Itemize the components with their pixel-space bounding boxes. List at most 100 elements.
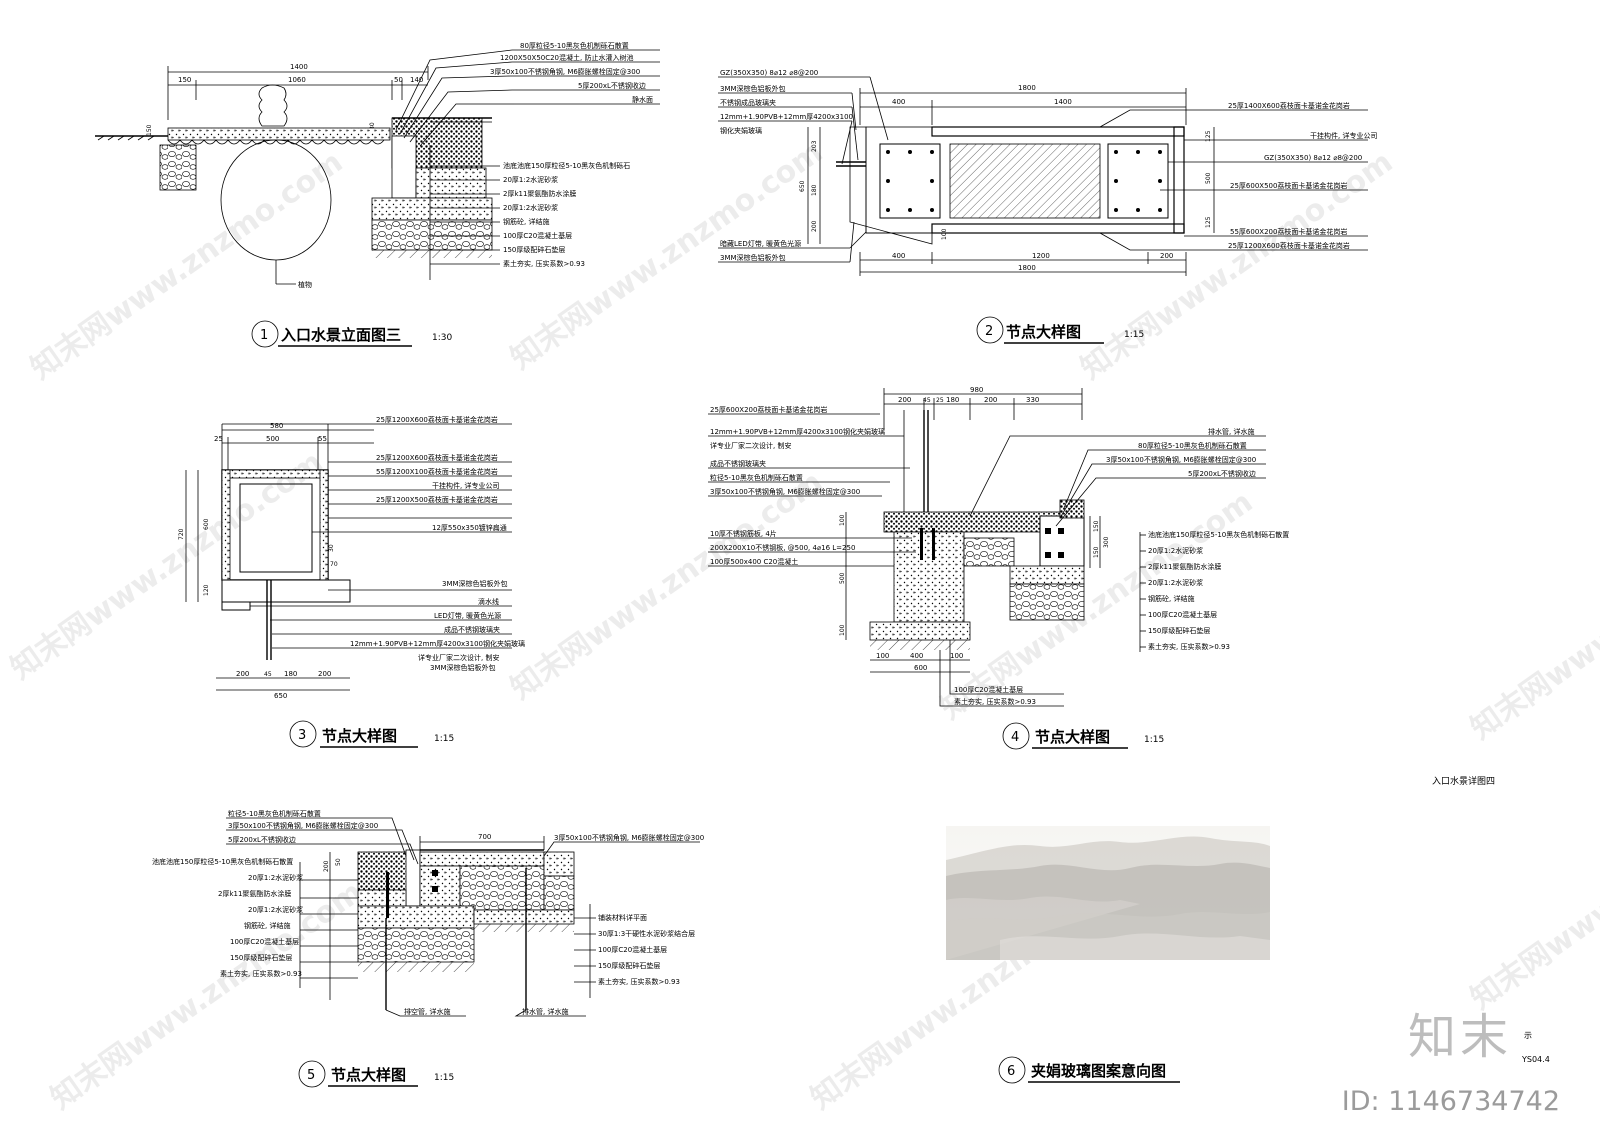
d4-note: 排水管, 详水施 (1208, 427, 1254, 436)
detail-1: 1400 150 1060 50 140 150 30 植物 (95, 41, 660, 348)
d4-dim: 330 (1026, 396, 1039, 404)
d1-note-right: 100厚C20混凝土基层 (503, 231, 572, 240)
d3-number: 3 (298, 728, 306, 743)
d5-scale: 1:15 (434, 1073, 454, 1083)
d3-note: LED灯带, 暖黄色光源 (434, 611, 501, 620)
d4-dim: 100 (839, 514, 846, 526)
d5-notes-left: 池底池底150厚粒径5-10黑灰色机制砾石散置 20厚1:2水泥砂浆 2厚k11… (152, 857, 358, 988)
d5-note: 100厚C20混凝土基层 (230, 937, 299, 946)
d4-note: 详专业厂家二次设计, 制安 (710, 441, 791, 450)
d4-dim: 400 (910, 652, 923, 660)
d3-dim: 720 (178, 528, 185, 540)
d3-note: 3MM深棕色铝板外包 (442, 579, 508, 588)
d4-dim: 150 (1093, 520, 1100, 532)
d4-note: 素土夯实, 压实系数>0.93 (1148, 642, 1230, 651)
d3-dim: 25 (214, 435, 223, 443)
d2-dim: 180 (811, 184, 818, 196)
d2-scale: 1:15 (1124, 330, 1144, 340)
watermark-text: 知末网www.znzmo.com (1465, 505, 1600, 747)
d4-note: 3厚50x100不锈钢角钢, M6膨胀螺栓固定@300 (1106, 455, 1256, 464)
d2-dim: 1800 (1018, 264, 1036, 272)
d5-note: 钢筋砼, 详结施 (244, 921, 290, 930)
d2-note: GZ(350X350) 8⌀12 ⌀8@200 (720, 69, 818, 77)
detail-3: 580 25 500 55 720 600 120 30 70 200 45 1… (178, 415, 525, 748)
d2-note: 3MM深棕色铝板外包 (720, 84, 786, 93)
d4-notes-right: 池底池底150厚粒径5-10黑灰色机制砾石散置 20厚1:2水泥砂浆 2厚k11… (1139, 530, 1289, 652)
d3-dim: 500 (266, 435, 279, 443)
d4-title: 节点大样图 (1035, 728, 1110, 746)
d5-note: 3厚50x100不锈钢角钢, M6膨胀螺栓固定@300 (228, 821, 378, 830)
d5-note: 池底池底150厚粒径5-10黑灰色机制砾石散置 (152, 857, 293, 866)
d5-note: 粒径5-10黑灰色机制砾石散置 (228, 809, 321, 818)
d5-pipe1: 排空管, 详水施 (404, 1007, 450, 1016)
d2-dim: 1200 (1032, 252, 1050, 260)
d3-dim: 600 (203, 518, 210, 530)
detail-4: 980 200 45 25 180 200 330 100 500 100 (708, 386, 1289, 750)
d4-note: 100厚C20混凝土基层 (1148, 610, 1217, 619)
d4-dim: 200 (898, 396, 911, 404)
d3-dim: 180 (284, 670, 297, 678)
d3-dim: 650 (274, 692, 287, 700)
d2-note: 55厚600X200荔枝面卡基诺金花岗岩 (1230, 227, 1347, 236)
d1-note-top: 5厚200xL不锈钢收边 (578, 81, 646, 90)
d4-scale: 1:15 (1144, 735, 1164, 745)
d4-dim: 980 (970, 386, 983, 394)
dim-1060: 1060 (288, 76, 306, 84)
d1-note-right: 150厚级配碎石垫层 (503, 245, 565, 254)
d5-note: 铺装材料详平面 (598, 913, 647, 922)
dim-150: 150 (178, 76, 191, 84)
mountain-mist-image (946, 826, 1270, 960)
d2-note: 25厚600X500荔枝面卡基诺金花岗岩 (1230, 181, 1347, 190)
d2-note: 钢化夹娟玻璃 (720, 126, 762, 135)
d2-number: 2 (985, 324, 993, 339)
d2-dim: 200 (811, 220, 818, 232)
sheet-title: 入口水景详图四 (1432, 775, 1495, 787)
id-label: ID: 1146734742 (1341, 1086, 1560, 1117)
d4-dim: 100 (876, 652, 889, 660)
d4-number: 4 (1011, 730, 1019, 745)
d6-title: 夹娟玻璃图案意向图 (1031, 1062, 1166, 1080)
d4-dim: 300 (1103, 536, 1110, 548)
d4-note: 200X200X10不锈钢板, @500, 4⌀16 L=250 (710, 543, 855, 552)
d5-dim: 50 (335, 858, 342, 866)
d1-note-right: 20厚1:2水泥砂浆 (503, 175, 558, 184)
d1-note-top: 80厚粒径5-10黑灰色机制砾石散置 (520, 41, 629, 50)
d2-dim: 100 (941, 228, 948, 240)
d3-dim: 120 (203, 584, 210, 596)
d3-number-bubble (289, 720, 317, 748)
d5-note: 3厚50x100不锈钢角钢, M6膨胀螺栓固定@300 (554, 833, 704, 842)
d4-note: 10厚不锈钢筋板, 4片 (710, 529, 777, 538)
d4-note: 20厚1:2水泥砂浆 (1148, 546, 1203, 555)
d1-note-top: 3厚50x100不锈钢角钢, M6膨胀螺栓固定@300 (490, 67, 640, 76)
d2-note: 不锈钢成品玻璃夹 (720, 98, 776, 107)
d5-note: 100厚C20混凝土基层 (598, 945, 667, 954)
d3-dim: 200 (318, 670, 331, 678)
drawing-number: YS04.4 (1521, 1055, 1550, 1064)
d2-dim: 500 (1205, 172, 1212, 184)
d4-note: 池底池底150厚粒径5-10黑灰色机制砾石散置 (1148, 530, 1289, 539)
d4-note: 2厚k11聚氨酯防水涂膜 (1148, 562, 1221, 571)
d4-dim: 500 (839, 572, 846, 584)
d2-dim: 400 (892, 252, 905, 260)
d3-dim: 45 (264, 671, 272, 678)
d2-dim: 125 (1205, 130, 1212, 142)
d1-note-right: 20厚1:2水泥砂浆 (503, 203, 558, 212)
d3-note: 详专业厂家二次设计, 制安 (418, 653, 499, 662)
dim-side-30: 30 (369, 122, 376, 130)
dim-50: 50 (394, 76, 403, 84)
d4-note: 100厚C20混凝土基层 (954, 685, 1023, 694)
d1-title: 入口水景立面图三 (281, 326, 401, 344)
d3-note: 55厚1200X100荔枝面卡基诺金花岗岩 (376, 467, 498, 476)
dim-1400: 1400 (290, 63, 308, 71)
d4-dim: 600 (914, 664, 927, 672)
d6-number: 6 (1007, 1064, 1015, 1079)
d5-note: 素土夯实, 压实系数>0.93 (598, 977, 680, 986)
d5-note: 150厚级配碎石垫层 (230, 953, 292, 962)
d1-note-right: 钢筋砼, 详结施 (503, 217, 549, 226)
d5-pipe2: 排水管, 详水施 (522, 1007, 568, 1016)
d1-leaders-top: 80厚粒径5-10黑灰色机制砾石散置 1200X50X50C20混凝土, 防止水… (395, 41, 660, 147)
d4-note: 粒径5-10黑灰色机制砾石散置 (710, 473, 803, 482)
dim-side-150: 150 (146, 124, 153, 136)
d2-dim: 203 (811, 140, 818, 152)
